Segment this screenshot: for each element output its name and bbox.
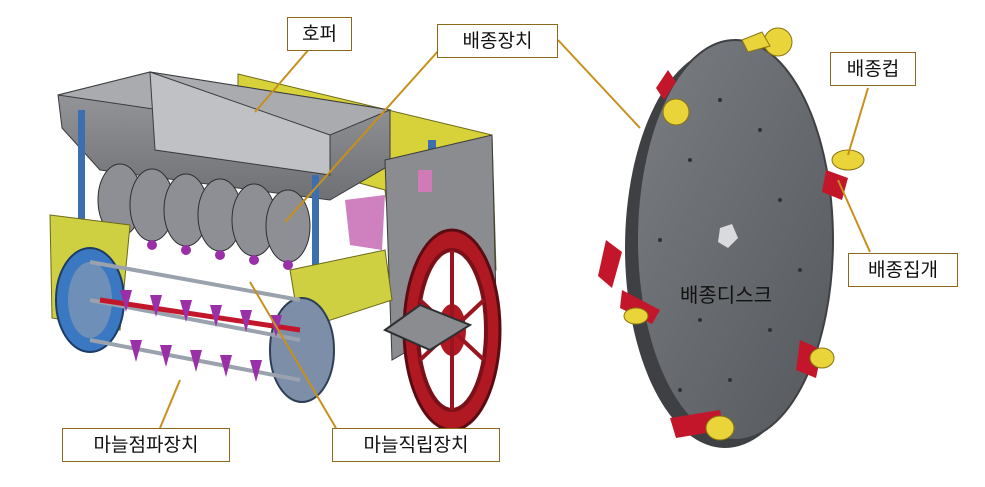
- frame-post: [312, 175, 319, 275]
- label-seeding-disc: 배종디스크: [680, 283, 772, 307]
- red-shaft: [99, 297, 301, 333]
- leader-planting-device: [159, 379, 181, 429]
- leader-seeding-gripper: [837, 179, 871, 253]
- chain-plate: [382, 303, 473, 352]
- seeding-disc-row: [97, 163, 311, 270]
- pink-part: [345, 195, 385, 250]
- leader-seeding-device-left: [284, 39, 449, 223]
- leader-lines: [159, 39, 871, 429]
- label-garlic-planting-device: 마늘점파장치: [62, 428, 230, 462]
- garlic-planter-machine: [49, 71, 502, 432]
- label-hopper: 호퍼: [287, 17, 352, 51]
- disc-holes: [658, 98, 802, 392]
- leader-seeding-cup: [847, 87, 869, 156]
- label-seeding-gripper: 배종집개: [848, 253, 958, 287]
- leader-seeding-device-right: [557, 39, 641, 129]
- label-seeding-cup: 배종컵: [830, 52, 916, 86]
- rear-drum: [269, 297, 335, 403]
- hopper-inner: [149, 71, 331, 176]
- seeding-cup-set: [598, 27, 865, 441]
- disc-center-hole: [718, 224, 738, 248]
- seeding-disc-illustration: [598, 27, 865, 448]
- cone-planters: [120, 290, 282, 382]
- label-seeding-device: 배종장치: [437, 24, 558, 58]
- label-garlic-upright-device: 마늘직립장치: [332, 428, 500, 462]
- pink-fitting: [418, 170, 432, 192]
- frame-post: [78, 110, 85, 230]
- leader-hopper: [254, 47, 311, 113]
- leader-upright-device: [249, 281, 337, 429]
